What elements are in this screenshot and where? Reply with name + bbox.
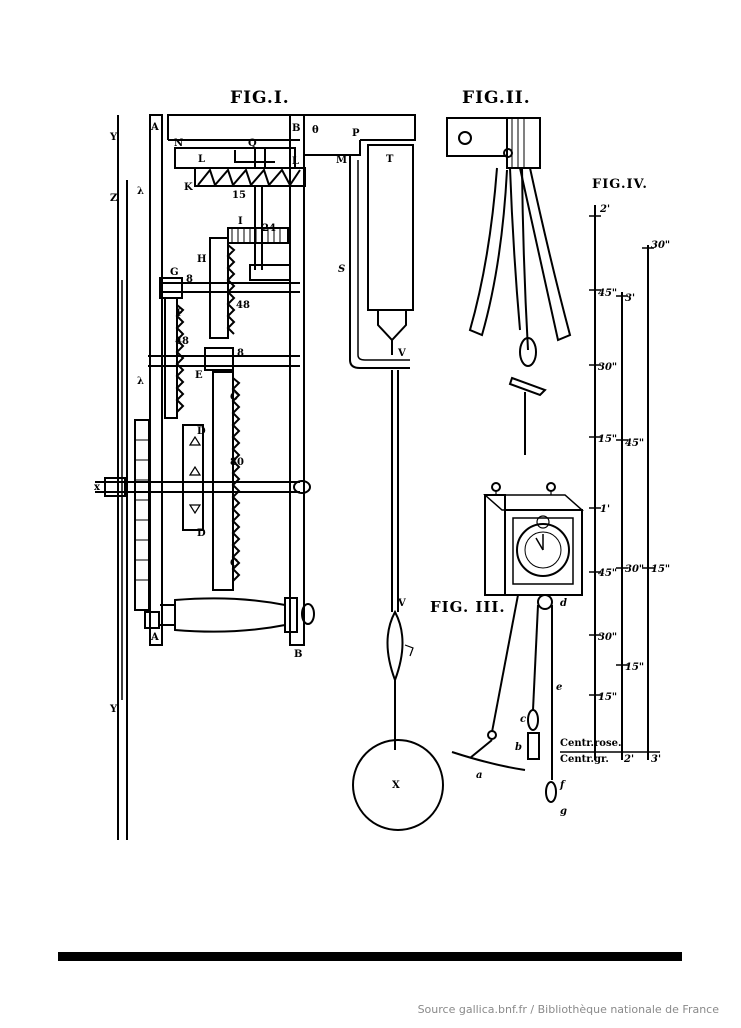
label-V2: V	[397, 598, 406, 609]
centr-rose-label: Centr.rose.	[560, 738, 621, 749]
label-B-top: B	[292, 123, 300, 134]
label-Q: Q	[248, 138, 257, 149]
label-V1: V	[397, 348, 406, 359]
label-f: f	[559, 780, 566, 791]
footer-rule	[58, 952, 682, 961]
label-Y-bottom: Y	[109, 704, 118, 715]
scale2-label-0: 3'	[625, 293, 635, 304]
scale2-label-2: 30"	[625, 564, 644, 575]
fig1-title: FIG.I.	[230, 88, 290, 108]
label-H: H	[197, 254, 206, 265]
scale1-label-3: 15"	[598, 434, 617, 445]
label-8b: 8	[237, 348, 244, 359]
label-C1: C	[230, 392, 238, 403]
label-X: X	[392, 780, 400, 791]
label-B-bottom: B	[294, 649, 302, 660]
fig4-scales	[560, 205, 660, 760]
label-D2: D	[197, 528, 206, 539]
label-24: 24	[262, 223, 276, 234]
label-C2: C	[230, 558, 238, 569]
scale1-label-6: 30"	[598, 632, 617, 643]
scale1-label-5: 45"	[598, 568, 617, 579]
label-P: P	[352, 128, 360, 139]
label-Y-top: Y	[109, 132, 118, 143]
label-lambda1: λ	[137, 186, 144, 197]
scale2-label-1: 45"	[625, 438, 644, 449]
label-theta: θ	[312, 125, 319, 136]
label-lambda2: λ	[137, 376, 144, 387]
label-S: S	[338, 264, 345, 275]
fig3-clock	[451, 482, 584, 803]
label-a: a	[476, 770, 482, 781]
scale1-label-7: 15"	[598, 692, 617, 703]
fig1-mechanism	[95, 114, 416, 840]
label-G: G	[170, 267, 179, 278]
label-A-top: A	[150, 122, 159, 133]
scale1-label-1: 45"	[598, 288, 617, 299]
fig3-title: FIG. III.	[430, 598, 506, 616]
label-A-bottom: A	[150, 632, 159, 643]
scale1-label-2: 30"	[598, 362, 617, 373]
label-I: I	[238, 216, 243, 227]
label-80: 80	[230, 457, 244, 468]
scale2-label-3: 15"	[625, 662, 644, 673]
label-g: g	[560, 806, 567, 817]
label-e: e	[556, 682, 562, 693]
label-M: M	[336, 155, 347, 166]
label-c: c	[520, 714, 526, 725]
label-N: N	[174, 138, 183, 149]
fig2-suspension	[446, 117, 572, 455]
scale1-label-0: 2'	[599, 204, 610, 215]
source-credit: Source gallica.bnf.fr / Bibliothèque nat…	[417, 1003, 719, 1016]
label-L2: L	[292, 156, 299, 167]
fig4-title: FIG.IV.	[592, 177, 648, 192]
scale3-label-2: 3'	[651, 754, 661, 765]
label-d: d	[560, 598, 567, 609]
label-K: K	[184, 182, 193, 193]
centr-gr-label: Centr.gr.	[560, 754, 609, 765]
label-x-small: x	[94, 482, 101, 493]
scale3-label-0: 30"	[651, 240, 670, 251]
label-Z: Z	[110, 193, 117, 204]
scale1-label-4: 1'	[600, 504, 610, 515]
scale2-label-4: 2'	[623, 754, 634, 765]
scale3-label-1: 15"	[651, 564, 670, 575]
label-8a: 8	[186, 274, 193, 285]
label-48b: 48	[175, 336, 189, 347]
label-L1: L	[198, 154, 205, 165]
label-15: 15	[232, 190, 246, 201]
label-48a: 48	[236, 300, 250, 311]
fig2-title: FIG.II.	[462, 88, 531, 108]
label-E: E	[195, 370, 203, 381]
label-T: T	[386, 154, 394, 165]
label-F: F	[176, 308, 183, 319]
label-b: b	[515, 742, 522, 753]
fig1-pendulum	[349, 144, 444, 831]
label-D1: D	[197, 426, 206, 437]
